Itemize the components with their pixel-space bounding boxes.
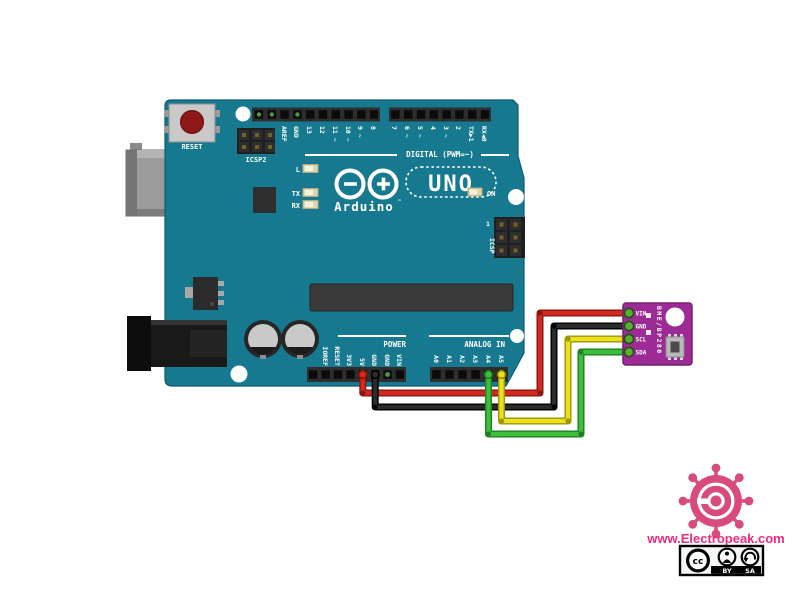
pin-label: A1 [445,355,453,363]
module-chip-name: BME/BP280 [655,306,663,355]
pin-label: 3V3 [345,354,353,366]
wire-a5-to-scl[interactable] [498,335,633,425]
pin-label: 8 [369,126,377,130]
cc-license-badge: cc BY SA [678,544,765,577]
pin-a4-connection-core [485,371,492,378]
mounting-hole [230,365,248,383]
sa-label: SA [745,567,755,575]
on-label: ON [487,190,495,198]
solder-pad [646,313,651,318]
solder-pad [646,330,651,335]
led-on [467,187,483,197]
pin-label: 7 [390,126,398,130]
by-label: BY [722,567,732,575]
led-rx-label: RX [292,202,301,210]
digital-header-left[interactable] [252,107,380,122]
pin-label: 13 [305,126,313,134]
svg-text:UNO: UNO [428,172,474,197]
digital-caption: DIGITAL (PWM=~) [406,150,474,159]
analog-caption: ANALOG IN [464,340,505,349]
power-header[interactable] [307,367,406,382]
pin-label: 2 [454,126,462,130]
usb-chip [253,187,276,213]
wire-gnd-to-gnd[interactable] [371,322,633,411]
uno-badge: UNO [405,166,497,198]
pin-label: A4 [484,355,492,363]
module-pin-label: VIN [636,311,647,318]
pcb-outline[interactable] [164,99,525,387]
sensor-chip [665,334,685,360]
pin-label: RESET [333,346,341,366]
power-jack [127,316,227,371]
pin-label: AREF [280,126,288,142]
led-l [302,164,319,173]
pin-label: A3 [471,355,479,363]
led-rx [302,200,319,209]
by-icon [717,547,737,567]
led-tx [302,188,319,197]
wire-5v-to-vin[interactable] [359,309,633,397]
arduino-logo [334,168,399,200]
pin-label: A2 [458,355,466,363]
sa-icon [740,547,760,567]
module-mounting-hole [665,307,685,327]
pin-label: GND [370,354,378,366]
module-pin-vin[interactable] [623,307,635,319]
module-pin-label: SCL [636,337,647,344]
capacitor [244,320,282,359]
power-caption: POWER [383,340,406,349]
electropeak-logo: www.Electropeak.com [646,463,785,546]
pin-label: IOREF [321,346,329,366]
pin-label: 5V [358,358,366,366]
module-pin-label: SDA [636,350,647,357]
pin-label: A5 [497,355,505,363]
icsp-pin1-label: 1 [486,220,490,228]
sensor-module[interactable]: VIN GND SCL SDA BME/BP280 [622,302,693,366]
analog-header[interactable] [430,367,508,382]
pin-label: 3 ~ [442,126,450,138]
mounting-hole [508,189,524,205]
module-pin-scl[interactable] [623,333,635,345]
pin-label: A0 [432,355,440,363]
pin-5v-connection-core [359,371,366,378]
digital-header-right[interactable] [389,107,491,122]
mounting-hole [510,329,524,343]
icsp2-label: ICSP2 [245,156,266,164]
capacitor [281,320,319,359]
pin-label: 10 ~ [344,126,352,142]
pin-label: GND [292,126,300,138]
pin-label: VIN [395,354,403,366]
pin-label: 12 [318,126,326,134]
mounting-hole [235,106,251,122]
module-pin-sda[interactable] [623,346,635,358]
website-label[interactable]: www.Electropeak.com [646,531,785,546]
pin-label: TX▶1 [467,126,475,142]
arduino-wordmark: Arduino [334,199,394,214]
icsp-header[interactable] [494,217,525,258]
pin-a5-connection-core [498,371,505,378]
pin-label: 9 ~ [356,126,364,138]
pin-gnd-connection-core [372,371,379,378]
pin-label: 5 ~ [416,126,424,138]
reset-label: RESET [181,143,202,151]
pin-label: GND [383,354,391,366]
cc-icon: cc [686,548,710,573]
arduino-board[interactable]: RESET ICSP2 AREF [125,99,525,387]
led-tx-label: TX [292,190,301,198]
icsp-label: ICSP [488,238,496,254]
reset-button[interactable] [164,103,220,143]
module-pin-gnd[interactable] [623,320,635,332]
pin-label: 11 ~ [331,126,339,142]
pin-label: RX◀0 [480,126,488,142]
module-pin-label: GND [636,324,647,331]
wire-a4-to-sda[interactable] [485,348,633,438]
trademark: ™ [398,199,401,205]
voltage-regulator [185,277,224,310]
pin-label: 6 ~ [403,126,411,138]
svg-text:cc: cc [693,557,704,567]
icsp2-header[interactable] [237,128,275,154]
pin-label: 4 [429,126,437,130]
microcontroller-chip [309,283,514,312]
led-l-label: L [296,166,300,174]
